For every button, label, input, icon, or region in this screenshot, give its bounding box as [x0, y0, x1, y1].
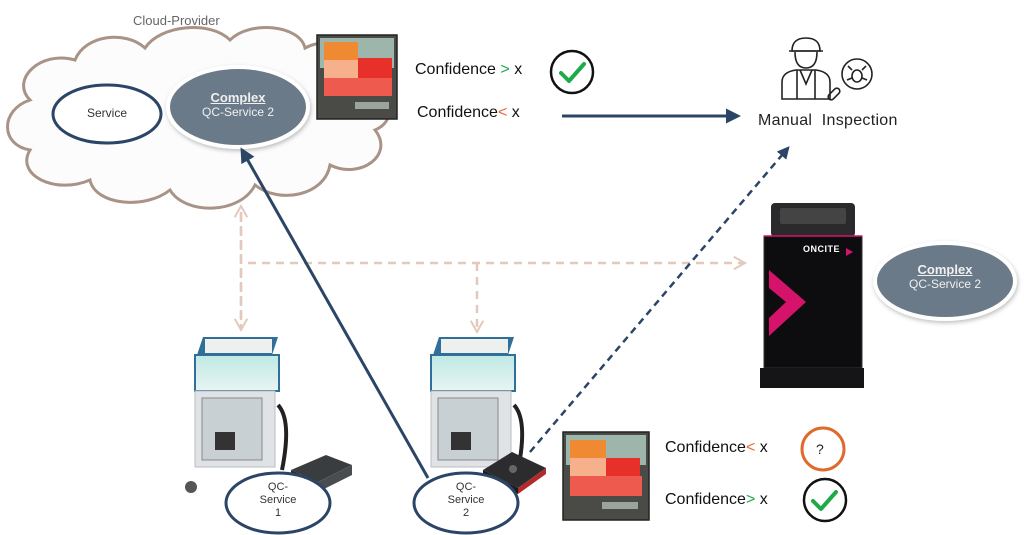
bottom-confidence-high: Confidence> x: [665, 491, 768, 509]
qc-service-1-label: QC- Service 1: [240, 481, 316, 520]
label-line: Service: [259, 494, 297, 506]
oncite-brand: ONCITE: [803, 244, 841, 254]
greater-than-operator: >: [500, 61, 510, 78]
network-connections: [233, 203, 748, 335]
oncite-edge-server: [760, 203, 864, 388]
confidence-label: Confidence: [665, 439, 746, 456]
less-than-operator: <: [497, 104, 508, 121]
complex-title: Complex: [210, 90, 266, 105]
top-confidence-low: Confidence< x: [417, 104, 520, 122]
confidence-label: Confidence: [665, 491, 746, 508]
complex-label-cloud: Complex QC-Service 2: [168, 90, 308, 119]
check-circle-icon: [549, 49, 595, 95]
lego-photo-top: [316, 34, 398, 120]
top-confidence-high: Confidence > x: [415, 61, 522, 79]
label-line: 1: [274, 507, 282, 519]
lego-photo-bottom: [562, 431, 650, 521]
question-circle-icon: [800, 426, 846, 472]
inspector-with-bug-magnifier-icon: [781, 37, 873, 101]
complex-service-ellipse-edge[interactable]: [873, 241, 1017, 321]
qc-service-1-ellipse[interactable]: [224, 471, 332, 535]
cloud-provider-title: Cloud-Provider: [133, 13, 220, 28]
label-line: Service: [447, 494, 485, 506]
question-mark: ?: [816, 441, 824, 457]
threshold: x: [514, 61, 523, 78]
greater-than-operator: >: [745, 491, 756, 508]
less-than-operator: <: [745, 439, 756, 456]
label-line: QC-: [455, 481, 477, 493]
label-line: 2: [462, 507, 470, 519]
check-circle-icon-bottom: [802, 477, 848, 523]
qc-station-2-machine: [430, 337, 525, 471]
complex-title: Complex: [917, 262, 973, 277]
label-line: QC-: [267, 481, 289, 493]
complex-subtitle: QC-Service 2: [201, 105, 275, 119]
complex-subtitle: QC-Service 2: [908, 277, 982, 291]
manual-inspection-label: Manual Inspection: [758, 112, 898, 129]
qc-service-2-label: QC- Service 2: [428, 481, 504, 520]
service-ellipse[interactable]: [51, 83, 163, 145]
threshold: x: [759, 439, 768, 456]
qc-station-1-machine: [185, 337, 289, 493]
threshold: x: [759, 491, 768, 508]
qc-service-2-ellipse[interactable]: [412, 471, 520, 535]
confidence-label: Confidence: [415, 61, 496, 78]
threshold: x: [511, 104, 520, 121]
confidence-label: Confidence: [417, 104, 498, 121]
dashed-arrow-to-inspection: [529, 146, 790, 453]
bottom-confidence-low: Confidence< x: [665, 439, 768, 457]
service-label: Service: [86, 106, 127, 120]
upload-arrow-to-cloud: [240, 147, 430, 479]
complex-service-ellipse-cloud[interactable]: [166, 65, 310, 149]
complex-label-edge: Complex QC-Service 2: [875, 262, 1015, 291]
